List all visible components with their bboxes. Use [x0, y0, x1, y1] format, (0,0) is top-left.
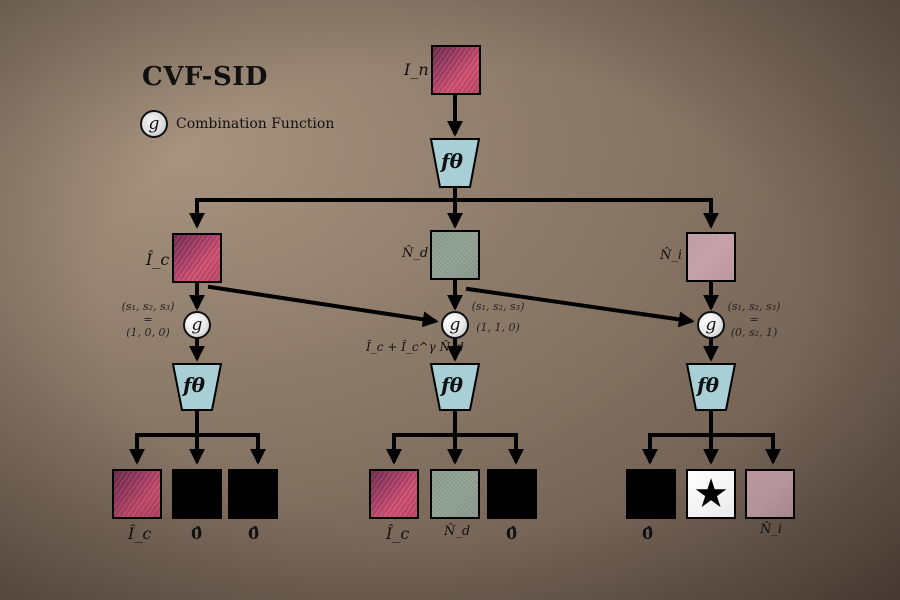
f-theta-label-right: fθ	[697, 373, 719, 397]
output-right-independent-noise-image	[745, 469, 795, 519]
f-theta-block-middle	[429, 363, 481, 411]
f-theta-block-left	[171, 363, 223, 411]
output-left-clean-image	[112, 469, 162, 519]
star-icon: ★	[693, 471, 729, 517]
combine-params-right-eq: =	[749, 313, 759, 326]
output-middle-label-1: Î_c	[386, 524, 410, 543]
combine-params-middle-value: (1, 1, 0)	[476, 321, 520, 334]
dependent-noise-image	[430, 230, 480, 280]
f-theta-block-top	[429, 138, 481, 188]
output-left-zero-image-2	[228, 469, 278, 519]
output-right-label-1: 0̂	[642, 524, 654, 543]
output-left-label-3: 0̂	[248, 524, 260, 543]
combine-params-right-head: (s₁, s₂, s₃)	[727, 300, 781, 313]
branch-label-clean: Î_c	[146, 250, 170, 269]
combine-g-icon-right: g	[697, 311, 725, 339]
combine-params-left-head: (s₁, s₂, s₃)	[121, 300, 175, 313]
combine-params-left-eq: =	[143, 313, 153, 326]
combine-params-middle-head: (s₁, s₂, s₃)	[471, 300, 525, 313]
output-left-zero-image-1	[172, 469, 222, 519]
independent-noise-image	[686, 232, 736, 282]
output-left-label-2: 0̂	[191, 524, 203, 543]
output-right-star-tile: ★	[686, 469, 736, 519]
legend-label: Combination Function	[176, 116, 335, 132]
combine-g-icon-left: g	[183, 311, 211, 339]
input-label: I_n	[404, 60, 429, 79]
f-theta-label-middle: fθ	[441, 373, 463, 397]
branch-label-independent-noise: N̂_i	[660, 248, 683, 263]
combine-params-right: (s₁, s₂, s₃) = (0, s₂, 1)	[722, 300, 786, 339]
clean-image	[172, 233, 222, 283]
diagram-title: CVF-SID	[142, 62, 268, 92]
output-left-label-1: Î_c	[128, 524, 152, 543]
combine-g-icon-middle: g	[441, 311, 469, 339]
output-middle-zero-image	[487, 469, 537, 519]
output-middle-label-3: 0̂	[506, 524, 518, 543]
input-image	[431, 45, 481, 95]
combine-params-middle: (s₁, s₂, s₃) (1, 1, 0)	[466, 300, 530, 334]
output-right-zero-image	[626, 469, 676, 519]
combine-params-right-value: (0, s₂, 1)	[730, 326, 778, 339]
output-right-label-3: N̂_i	[760, 522, 783, 537]
middle-combination-expression: Î_c + Î_c^γ N̂_d	[366, 340, 464, 354]
branch-label-dependent-noise: N̂_d	[402, 246, 429, 261]
output-middle-dependent-noise-image	[430, 469, 480, 519]
combine-params-left: (s₁, s₂, s₃) = (1, 0, 0)	[118, 300, 178, 339]
f-theta-label-top: fθ	[441, 149, 463, 173]
output-middle-label-2: N̂_d	[444, 524, 471, 539]
legend-g-icon: g	[140, 110, 168, 138]
combine-params-middle-eq	[466, 313, 530, 321]
combine-params-left-value: (1, 0, 0)	[126, 326, 170, 339]
f-theta-label-left: fθ	[183, 373, 205, 397]
f-theta-block-right	[685, 363, 737, 411]
network-blocks	[171, 138, 737, 411]
output-middle-clean-image	[369, 469, 419, 519]
